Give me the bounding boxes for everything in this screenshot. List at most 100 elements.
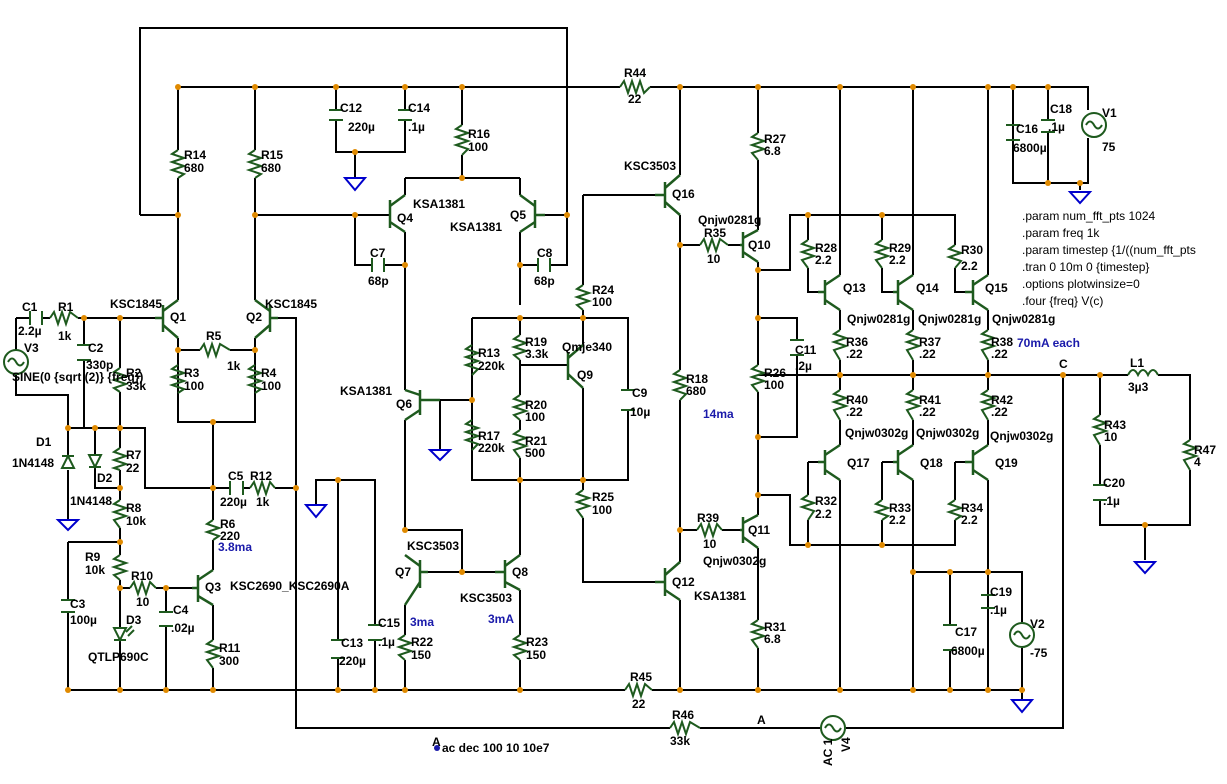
- value-v4: AC 1: [821, 738, 835, 766]
- transistor-q13: [818, 273, 841, 312]
- label-r28: R28: [815, 241, 837, 255]
- label-r34: R34: [961, 501, 983, 515]
- transistor-q8: [495, 553, 521, 592]
- transistor-q12: [655, 561, 681, 602]
- label-r21: R21: [525, 434, 547, 448]
- value-c16: 6800µ: [1013, 141, 1047, 155]
- model-q3: KSC2690_KSC2690A: [230, 579, 350, 593]
- label-d2: D2: [97, 471, 113, 485]
- ground-5: [1067, 191, 1093, 205]
- resistor-r42: [978, 389, 998, 421]
- value-l1: 3µ3: [1128, 380, 1149, 394]
- model-q19: Qnjw0302g: [990, 429, 1053, 443]
- label-l1: L1: [1130, 356, 1144, 370]
- label-r23: R23: [526, 635, 548, 649]
- ground-3: [303, 504, 329, 519]
- resistor-r13: [462, 344, 482, 376]
- resistor-r6: [203, 519, 223, 541]
- label-r9: R9: [85, 550, 101, 564]
- label-r20: R20: [525, 398, 547, 412]
- label-r26: R26: [764, 366, 786, 380]
- value-r24: 100: [592, 295, 612, 309]
- value-r35: 10: [707, 252, 721, 266]
- label-r6: R6: [220, 517, 236, 531]
- value-r36: .22: [846, 347, 863, 361]
- value-r5: 1k: [227, 359, 241, 373]
- transistor-q6: [404, 388, 440, 422]
- value-r42: .22: [991, 405, 1008, 419]
- ac-directive: ac dec 100 10 10e7: [442, 741, 550, 755]
- source-v2: [1009, 622, 1035, 648]
- label-c15: C15: [378, 616, 400, 630]
- value-c18: .1µ: [1048, 120, 1065, 134]
- resistor-r18: [670, 369, 690, 401]
- label-r38: R38: [991, 335, 1013, 349]
- resistor-r14: [168, 149, 188, 179]
- label-q3: Q3: [205, 580, 221, 594]
- model-q5: KSA1381: [450, 220, 502, 234]
- label-r14: R14: [184, 148, 206, 162]
- model-q12: KSA1381: [694, 589, 746, 603]
- capacitor-c19: [981, 594, 995, 609]
- label-r37: R37: [919, 335, 941, 349]
- value-r29: 2.2: [889, 253, 906, 267]
- resistor-r36: [830, 329, 850, 361]
- value-r8: 10k: [126, 514, 146, 528]
- value-r2: 33k: [126, 379, 146, 393]
- resistor-r20: [510, 394, 530, 421]
- model-q7: KSC3503: [407, 539, 459, 553]
- label-c11: C11: [795, 343, 817, 357]
- value-c17: 6800µ: [951, 644, 985, 658]
- value-r32: 2.2: [815, 507, 832, 521]
- value-r41: .22: [919, 405, 936, 419]
- resistor-r26: [748, 364, 768, 393]
- model-q15: Qnjw0281g: [992, 312, 1055, 326]
- value-r34: 2.2: [961, 513, 978, 527]
- directive-4: .tran 0 10m 0 {timestep}: [1022, 260, 1149, 274]
- transistor-q17: [818, 443, 841, 482]
- capacitor-c18: [1041, 119, 1055, 133]
- resistor-r39: [696, 520, 723, 540]
- label-r25: R25: [592, 490, 614, 504]
- value-r18: 680: [686, 384, 706, 398]
- value-r15: 680: [261, 161, 281, 175]
- wires: [15, 27, 1191, 729]
- label-q11: Q11: [748, 523, 770, 537]
- value-r33: 2.2: [889, 513, 906, 527]
- source-v1: [1081, 112, 1107, 138]
- transistor-q4: [388, 193, 406, 234]
- resistor-r30: [945, 244, 965, 269]
- resistor-r10: [129, 578, 157, 598]
- value-r43: 10: [1104, 430, 1118, 444]
- resistor-r7: [110, 447, 130, 471]
- label-node-a2: A: [757, 713, 766, 727]
- label-c20: C20: [1103, 476, 1125, 490]
- model-q10: Qnjw0281g: [698, 213, 761, 227]
- ground-1: [342, 177, 368, 192]
- transistor-q10: [740, 228, 759, 264]
- capacitor-c4: [159, 611, 173, 627]
- label-q7: Q7: [395, 565, 411, 579]
- label-r31: R31: [764, 620, 786, 634]
- label-c7: C7: [370, 246, 386, 260]
- label-c1: C1: [22, 300, 38, 314]
- value-c19: .1µ: [990, 603, 1007, 617]
- value-d3: QTLP690C: [88, 650, 149, 664]
- resistor-r44: [619, 77, 651, 97]
- value-r7: 22: [126, 461, 140, 475]
- label-q19: Q19: [995, 456, 1018, 470]
- value-r4: 100: [261, 379, 281, 393]
- capacitor-c1: [29, 311, 43, 325]
- grounds: [55, 177, 1158, 714]
- value-r9: 10k: [85, 563, 105, 577]
- directive-1: .param num_fft_pts 1024: [1022, 209, 1156, 223]
- value-r31: 6.8: [764, 632, 781, 646]
- capacitor-c13: [331, 639, 345, 659]
- value-v2: -75: [1030, 646, 1048, 660]
- label-r42: R42: [991, 393, 1013, 407]
- source-v3: [3, 349, 29, 375]
- resistor-r24: [573, 284, 593, 311]
- model-q6: KSA1381: [340, 384, 392, 398]
- label-q13: Q13: [843, 281, 866, 295]
